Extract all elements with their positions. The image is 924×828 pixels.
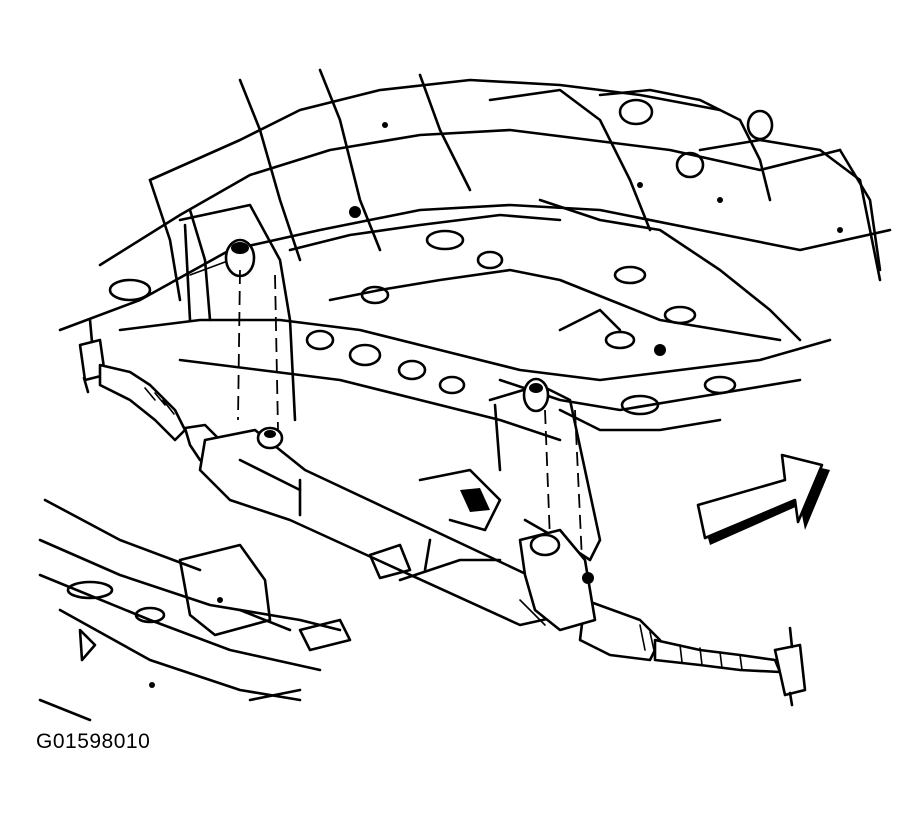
frame-crossmember bbox=[58, 68, 892, 442]
right-mount-bracket bbox=[488, 308, 622, 562]
lower-body-panel bbox=[38, 468, 502, 722]
steering-rack-assembly bbox=[78, 318, 807, 707]
left-mount-bushing bbox=[178, 203, 297, 431]
figure-id-label: G01598010 bbox=[36, 730, 151, 753]
forward-direction-arrow-icon bbox=[696, 453, 830, 545]
